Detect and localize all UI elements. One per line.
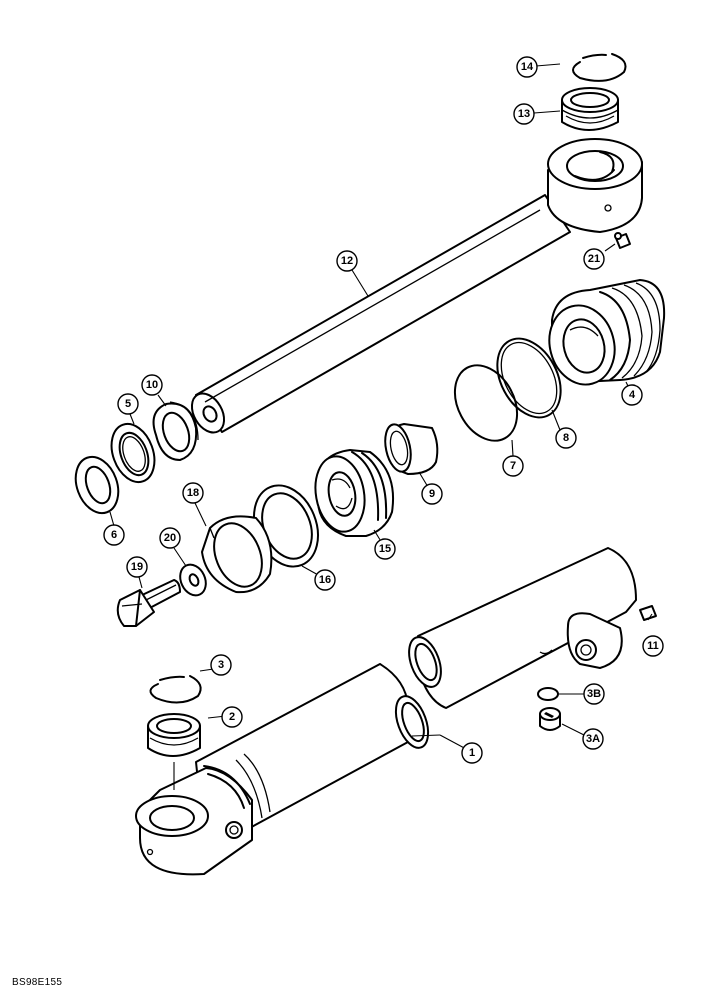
snap-ring-upper — [572, 53, 627, 82]
seal-10 — [152, 401, 199, 461]
svg-text:21: 21 — [588, 253, 600, 265]
spacer-9 — [384, 423, 439, 475]
svg-text:19: 19 — [131, 561, 143, 573]
svg-text:4: 4 — [629, 389, 636, 401]
rod-bearing — [561, 87, 619, 131]
callout-15: 15 — [374, 538, 396, 560]
svg-text:15: 15 — [379, 543, 391, 555]
svg-text:3B: 3B — [587, 688, 601, 700]
callout-2: 2 — [221, 706, 243, 728]
svg-text:7: 7 — [510, 460, 516, 472]
bolt-19 — [116, 579, 181, 627]
callout-14: 14 — [516, 56, 538, 78]
figure-code: BS98E155 — [12, 977, 63, 988]
callout-3a: 3A — [582, 728, 604, 750]
callout-4: 4 — [621, 384, 643, 406]
callout-6: 6 — [103, 524, 125, 546]
svg-text:5: 5 — [125, 398, 131, 410]
svg-text:8: 8 — [563, 432, 569, 444]
piston-rod — [190, 194, 571, 434]
callout-20: 20 — [159, 527, 181, 549]
piston — [314, 449, 394, 537]
wear-ring-18 — [201, 515, 273, 594]
o-ring-3b — [537, 687, 559, 701]
callout-10: 10 — [141, 374, 163, 396]
svg-text:14: 14 — [521, 61, 534, 73]
callout-3: 3 — [210, 654, 232, 676]
callout-9: 9 — [421, 483, 443, 505]
callout-7: 7 — [502, 455, 524, 477]
head-o-ring-inner — [453, 364, 519, 442]
svg-text:20: 20 — [164, 532, 176, 544]
svg-text:11: 11 — [647, 640, 659, 652]
callout-8: 8 — [555, 427, 577, 449]
callout-21: 21 — [583, 248, 605, 270]
svg-text:16: 16 — [319, 574, 331, 586]
svg-text:3: 3 — [218, 659, 224, 671]
svg-text:2: 2 — [229, 711, 235, 723]
callout-12: 12 — [336, 250, 358, 272]
callout-1: 1 — [461, 742, 483, 764]
svg-text:3A: 3A — [586, 733, 600, 745]
seal-6 — [74, 455, 120, 515]
callout-13: 13 — [513, 103, 535, 125]
grease-fitting-barrel — [639, 605, 657, 621]
callout-19: 19 — [126, 556, 148, 578]
rod-eye — [547, 138, 643, 233]
snap-ring-lower — [149, 675, 202, 704]
callout-11: 11 — [642, 635, 664, 657]
callout-18: 18 — [182, 482, 204, 504]
cylinder-barrel — [135, 547, 637, 876]
svg-text:18: 18 — [187, 487, 199, 499]
plug-3a — [539, 707, 561, 731]
callout-5: 5 — [117, 393, 139, 415]
svg-text:1: 1 — [469, 747, 475, 759]
svg-text:6: 6 — [111, 529, 117, 541]
cylinder-bearing — [147, 713, 201, 757]
callout-16: 16 — [314, 569, 336, 591]
cylinder-head — [548, 279, 666, 386]
callout-3b: 3B — [583, 683, 605, 705]
svg-text:9: 9 — [429, 488, 435, 500]
head-o-ring-outer — [496, 337, 562, 419]
seal-5 — [110, 422, 156, 484]
svg-text:13: 13 — [518, 108, 530, 120]
grease-fitting — [614, 232, 631, 249]
svg-text:12: 12 — [341, 255, 353, 267]
svg-text:10: 10 — [146, 379, 158, 391]
